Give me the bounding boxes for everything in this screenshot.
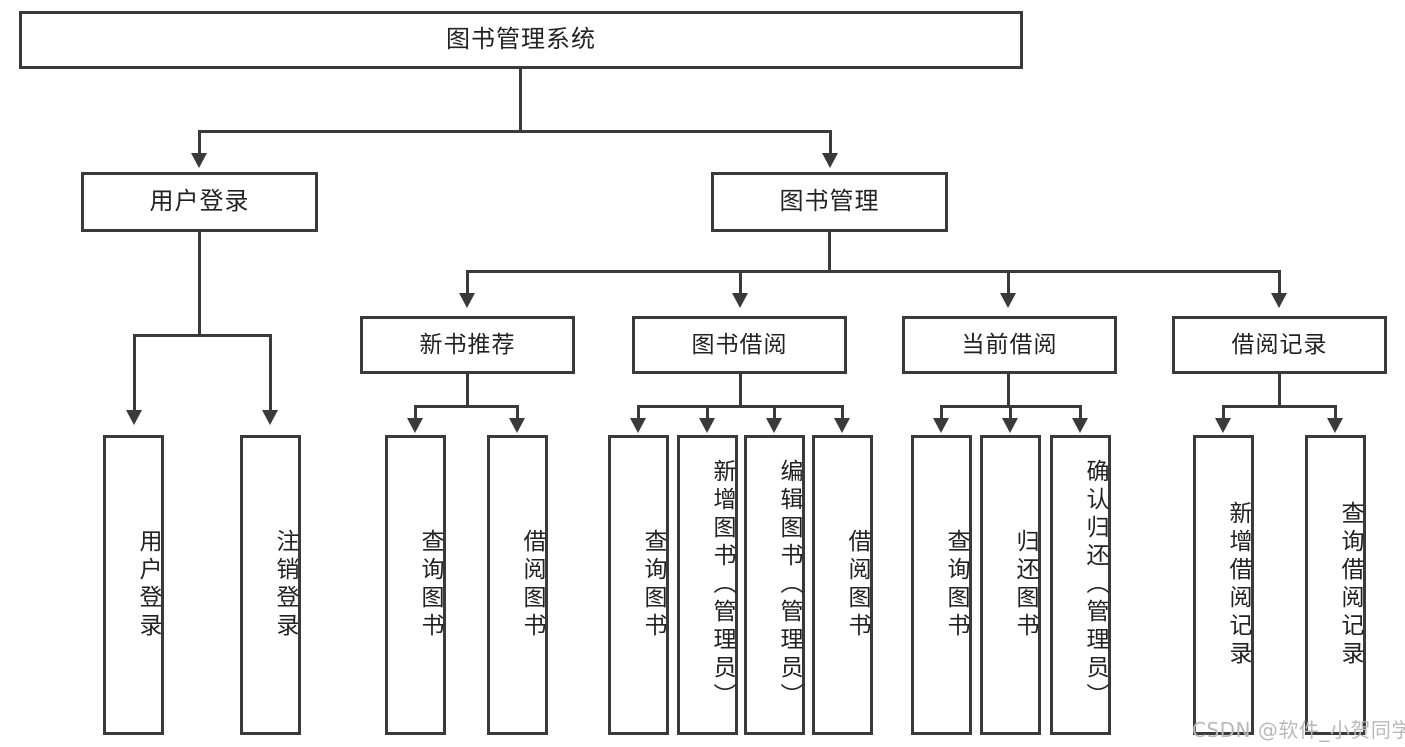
arrowhead-user-login: [191, 153, 207, 168]
connector-borrow-record-stem: [1278, 374, 1281, 407]
connector-bm-to-current-borrow: [1007, 270, 1010, 295]
arrowhead-leaf-borrow-book-1: [509, 418, 525, 433]
connector-new-book-to-leaf-2: [516, 405, 519, 420]
node-label: 查询借阅记录: [1337, 501, 1363, 669]
connector-user-login-stem: [198, 232, 201, 335]
node-label: 查询图书: [417, 529, 443, 641]
connector-br-to-leaf-1: [1222, 405, 1225, 420]
arrowhead-leaf-borrow-book-2: [834, 418, 850, 433]
node-label: 当前借阅: [961, 331, 1058, 358]
node-label: 新增图书（管理员）: [709, 459, 735, 711]
arrowhead-leaf-user-login: [126, 410, 142, 425]
connector-cb-to-leaf-2: [1009, 405, 1012, 420]
node-label: 确认归还（管理员）: [1082, 459, 1108, 711]
arrowhead-leaf-query-book-2: [630, 418, 646, 433]
leaf-borrow-book-1[interactable]: 借阅图书: [487, 435, 548, 735]
arrowhead-leaf-logout-login: [262, 410, 278, 425]
leaf-query-book-1[interactable]: 查询图书: [385, 435, 446, 735]
node-label: 图书管理: [779, 187, 880, 216]
connector-book-management-stem: [828, 232, 831, 272]
arrowhead-current-borrow: [1000, 293, 1016, 308]
connector-new-book-to-leaf-1: [414, 405, 417, 420]
connector-cb-to-leaf-1: [940, 405, 943, 420]
node-label: 查询图书: [943, 529, 969, 641]
leaf-add-record[interactable]: 新增借阅记录: [1193, 435, 1254, 735]
connector-br-to-leaf-2: [1334, 405, 1337, 420]
arrowhead-leaf-add-book: [699, 418, 715, 433]
connector-bm-to-new-book: [466, 270, 469, 295]
node-label: 用户登录: [149, 187, 250, 216]
leaf-query-record[interactable]: 查询借阅记录: [1305, 435, 1366, 735]
node-book-borrow[interactable]: 图书借阅: [632, 316, 847, 374]
node-label: 新书推荐: [419, 331, 516, 358]
connector-borrow-record-bus: [1222, 405, 1337, 408]
arrowhead-leaf-query-book-3: [933, 418, 949, 433]
connector-book-borrow-bus: [637, 405, 844, 408]
connector-bb-to-leaf-3: [773, 405, 776, 420]
connector-user-login-to-leaf-2: [269, 334, 272, 412]
node-label: 编辑图书（管理员）: [776, 459, 802, 711]
leaf-query-book-3[interactable]: 查询图书: [911, 435, 972, 735]
node-current-borrow[interactable]: 当前借阅: [902, 316, 1117, 374]
arrowhead-leaf-add-record: [1215, 418, 1231, 433]
connector-bb-to-leaf-1: [637, 405, 640, 420]
node-borrow-record[interactable]: 借阅记录: [1172, 316, 1387, 374]
arrowhead-borrow-record: [1271, 293, 1287, 308]
connector-new-book-bus: [414, 405, 519, 408]
connector-root-to-user-login: [198, 130, 201, 155]
node-label: 新增借阅记录: [1225, 501, 1251, 669]
arrowhead-leaf-query-book-1: [407, 418, 423, 433]
node-new-book-recommend[interactable]: 新书推荐: [360, 316, 575, 374]
node-label: 借阅图书: [844, 529, 870, 641]
connector-root-stem: [519, 69, 522, 131]
arrowhead-leaf-query-record: [1327, 418, 1343, 433]
arrowhead-leaf-return-book: [1002, 418, 1018, 433]
connector-cb-to-leaf-3: [1079, 405, 1082, 420]
connector-root-to-book-management: [829, 130, 832, 155]
node-label: 查询图书: [640, 529, 666, 641]
connector-bb-to-leaf-4: [841, 405, 844, 420]
arrowhead-book-borrow: [732, 293, 748, 308]
node-label: 图书管理系统: [446, 25, 596, 54]
leaf-query-book-2[interactable]: 查询图书: [608, 435, 669, 735]
node-label: 借阅记录: [1231, 331, 1328, 358]
node-label: 归还图书: [1012, 529, 1038, 641]
leaf-borrow-book-2[interactable]: 借阅图书: [812, 435, 873, 735]
connector-bm-to-borrow-record: [1278, 270, 1281, 295]
node-label: 借阅图书: [519, 529, 545, 641]
connector-user-login-bus: [133, 334, 272, 337]
connector-user-login-to-leaf-1: [133, 334, 136, 412]
arrowhead-book-management: [822, 153, 838, 168]
connector-root-bus: [198, 130, 832, 133]
arrowhead-leaf-edit-book: [766, 418, 782, 433]
node-label: 注销登录: [272, 529, 298, 641]
leaf-logout-login[interactable]: 注销登录: [240, 435, 301, 735]
connector-bm-to-book-borrow: [739, 270, 742, 295]
leaf-confirm-return[interactable]: 确认归还（管理员）: [1050, 435, 1111, 735]
node-user-login[interactable]: 用户登录: [81, 172, 318, 232]
arrowhead-leaf-confirm-return: [1072, 418, 1088, 433]
connector-new-book-stem: [466, 374, 469, 407]
csdn-watermark: CSDN @软件_小贺同学: [1192, 718, 1405, 742]
node-book-management[interactable]: 图书管理: [711, 172, 948, 232]
connector-bb-to-leaf-2: [706, 405, 709, 420]
connector-book-borrow-stem: [739, 374, 742, 407]
connector-book-management-bus: [466, 270, 1281, 273]
leaf-user-login[interactable]: 用户登录: [103, 435, 164, 735]
connector-current-borrow-stem: [1007, 374, 1010, 407]
leaf-edit-book[interactable]: 编辑图书（管理员）: [744, 435, 805, 735]
leaf-add-book[interactable]: 新增图书（管理员）: [677, 435, 738, 735]
arrowhead-new-book-recommend: [459, 293, 475, 308]
node-label: 用户登录: [135, 529, 161, 641]
leaf-return-book[interactable]: 归还图书: [980, 435, 1041, 735]
node-label: 图书借阅: [691, 331, 788, 358]
node-root-book-management-system[interactable]: 图书管理系统: [19, 11, 1023, 69]
